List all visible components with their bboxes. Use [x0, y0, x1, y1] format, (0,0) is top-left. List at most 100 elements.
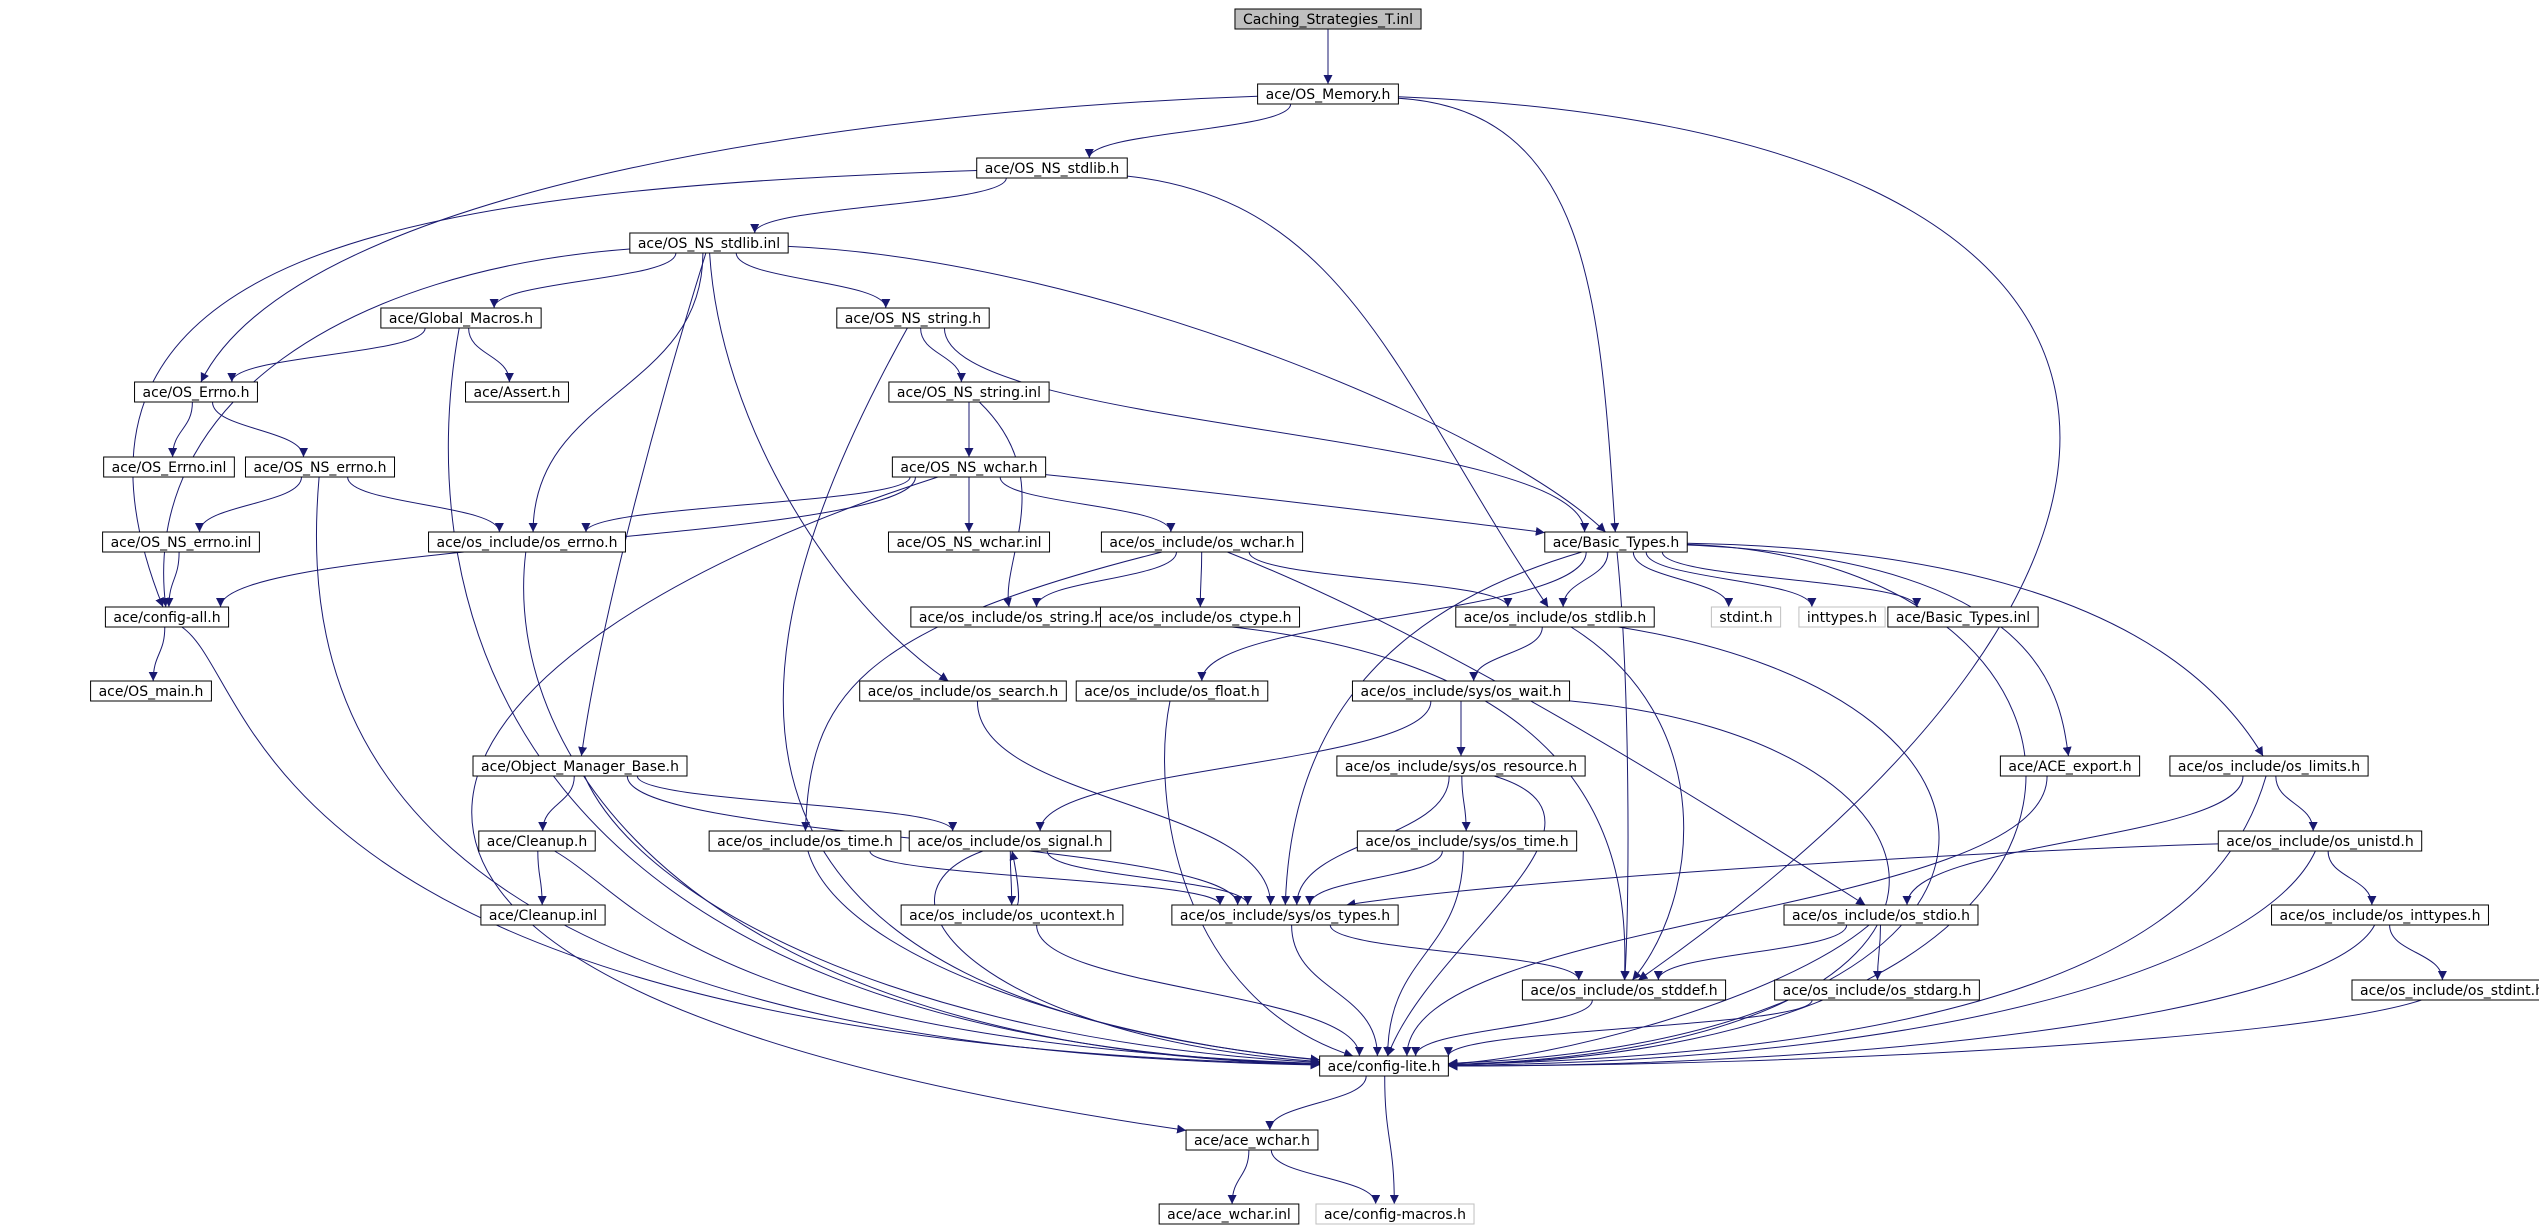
node-box [478, 830, 596, 852]
edge-os-ns-stdlib-inl-to-basic-types-h [788, 245, 1606, 533]
node-box [1185, 1129, 1319, 1151]
node-box [380, 307, 542, 329]
edge-os-ns-errno-h-to-os-include-os-errno-h [347, 476, 504, 533]
node-label: ace/OS_NS_stdlib.inl [638, 236, 780, 252]
edge-os-include-os-unistd-h-to-os-include-os-inttypes-h [2327, 850, 2377, 906]
node-os-ns-string-h: ace/OS_NS_string.h [836, 307, 990, 329]
node-os-memory-h: ace/OS_Memory.h [1257, 83, 1399, 105]
node-os-include-os-time-h: ace/os_include/os_time.h [708, 830, 902, 852]
node-cleanup-inl: ace/Cleanup.inl [480, 904, 606, 926]
edge-os-ns-stdlib-inl-to-os-include-os-errno-h [528, 252, 704, 533]
node-label: ace/Object_Manager_Base.h [481, 759, 679, 775]
node-box [900, 904, 1124, 926]
edge-os-include-os-ucontext-h-to-config-lite-h [1036, 924, 1364, 1057]
node-label: ace/ACE_export.h [2008, 759, 2131, 775]
node-box [103, 456, 235, 478]
node-config-all-h: ace/config-all.h [104, 606, 230, 628]
node-assert-h: ace/Assert.h [465, 381, 569, 403]
edge-os-ns-wchar-h-to-ace-wchar-h [471, 476, 1187, 1134]
node-box [976, 157, 1128, 179]
edge-os-include-sys-os-types-h-to-config-lite-h [1291, 924, 1382, 1057]
node-os-include-os-stdint-h: ace/os_include/os_stdint.h [2351, 979, 2539, 1001]
edge-os-include-os-time-h-to-config-lite-h [807, 850, 1320, 1064]
edge-config-all-h-to-config-lite-h [181, 626, 1320, 1069]
edge-os-ns-stdlib-inl-to-config-all-h [160, 248, 630, 608]
node-box [1257, 83, 1399, 105]
edge-os-include-os-stdarg-h-to-config-lite-h [1444, 999, 1813, 1057]
node-box [472, 755, 688, 777]
node-label: ace/OS_NS_wchar.h [900, 460, 1037, 476]
node-label: ace/OS_NS_string.inl [897, 385, 1041, 401]
edge-os-include-sys-os-wait-h-to-os-include-os-signal-h [1035, 700, 1432, 832]
node-os-include-os-wchar-h: ace/os_include/os_wchar.h [1100, 531, 1304, 553]
node-label: ace/ace_wchar.inl [1167, 1207, 1291, 1223]
node-label: ace/OS_NS_wchar.inl [896, 535, 1041, 551]
node-os-ns-stdlib-h: ace/OS_NS_stdlib.h [976, 157, 1128, 179]
file-nodes: Caching_Strategies_T.inl ace/OS_Memory.ha… [90, 8, 2539, 1225]
edge-os-include-os-float-h-to-config-lite-h [1164, 700, 1354, 1058]
node-label: ace/os_include/os_unistd.h [2226, 834, 2413, 850]
node-box [1999, 755, 2141, 777]
node-box [1455, 606, 1655, 628]
node-os-main-h: ace/OS_main.h [90, 680, 212, 702]
node-box [1710, 606, 1782, 628]
node-box [1783, 904, 1979, 926]
edge-os-include-os-search-h-to-os-include-sys-os-types-h [976, 700, 1276, 906]
edge-os-include-os-stdio-h-to-os-include-os-stddef-h [1653, 924, 1848, 981]
node-box [1356, 830, 1578, 852]
node-os-include-os-stdarg-h: ace/os_include/os_stdarg.h [1774, 979, 1980, 1001]
edge-os-include-sys-os-resource-h-to-os-include-sys-os-time-h [1461, 775, 1471, 832]
node-object-manager-base-h: ace/Object_Manager_Base.h [472, 755, 688, 777]
edge-os-include-os-unistd-h-to-config-lite-h [1448, 850, 2316, 1070]
node-label: ace/os_include/os_inttypes.h [2280, 908, 2481, 924]
node-box [480, 904, 606, 926]
node-os-include-os-ctype-h: ace/os_include/os_ctype.h [1099, 606, 1301, 628]
edge-os-include-os-inttypes-h-to-os-include-os-stdint-h [2389, 924, 2447, 981]
node-box [708, 830, 902, 852]
edge-config-lite-h-to-ace-wchar-h [1265, 1075, 1367, 1131]
node-box [1075, 680, 1269, 702]
node-box [134, 381, 258, 403]
edge-os-ns-string-inl-to-os-include-os-string-h [978, 401, 1023, 608]
edge-os-ns-errno-h-to-config-lite-h [315, 476, 1320, 1070]
edge-global-macros-h-to-os-errno-h [227, 327, 426, 383]
node-box [836, 307, 990, 329]
node-os-include-sys-os-wait-h: ace/os_include/sys/os_wait.h [1351, 680, 1571, 702]
edge-basic-types-h-to-basic-types-inl [1661, 551, 1922, 608]
node-root: Caching_Strategies_T.inl [1234, 8, 1422, 30]
node-label: ace/os_include/os_stdlib.h [1464, 610, 1646, 626]
node-box [2217, 830, 2423, 852]
node-os-include-os-stdio-h: ace/os_include/os_stdio.h [1783, 904, 1979, 926]
edge-os-ns-errno-h-to-os-ns-errno-inl [195, 476, 302, 533]
node-label: ace/os_include/os_search.h [868, 684, 1059, 700]
node-box [2351, 979, 2539, 1001]
edge-os-include-os-ucontext-h-to-os-include-os-signal-h [1009, 850, 1019, 906]
edge-basic-types-h-to-ace-export-h [1687, 544, 2072, 757]
node-config-lite-h: ace/config-lite.h [1319, 1055, 1449, 1077]
edge-os-include-os-limits-h-to-os-include-os-unistd-h [2275, 775, 2318, 832]
edge-basic-types-h-to-os-include-os-float-h [1197, 551, 1587, 682]
edge-os-memory-h-to-basic-types-h [1398, 97, 1620, 533]
node-label: ace/os_include/os_string.h [919, 610, 1103, 626]
edge-basic-types-h-to-os-include-os-limits-h [1687, 542, 2264, 757]
edge-os-errno-h-to-os-ns-errno-h [212, 401, 308, 458]
node-os-include-os-signal-h: ace/os_include/os_signal.h [908, 830, 1112, 852]
edge-os-include-os-stddef-h-to-config-lite-h [1411, 999, 1593, 1057]
node-os-ns-stdlib-inl: ace/OS_NS_stdlib.inl [629, 232, 789, 254]
node-label: ace/os_include/sys/os_types.h [1180, 908, 1390, 924]
node-box [888, 381, 1050, 403]
node-box [1171, 904, 1399, 926]
edge-os-include-os-wchar-h-to-os-include-os-time-h [801, 551, 1163, 832]
edge-os-include-os-signal-h-to-os-include-os-ucontext-h [1007, 850, 1017, 906]
node-label: ace/os_include/os_stdarg.h [1783, 983, 1972, 999]
node-box [428, 531, 626, 553]
edge-os-memory-h-to-os-errno-h [200, 95, 1258, 383]
node-os-include-os-unistd-h: ace/os_include/os_unistd.h [2217, 830, 2423, 852]
edge-os-memory-h-to-os-include-os-stddef-h [1398, 96, 2061, 981]
edge-os-include-os-errno-h-to-config-lite-h [523, 551, 1320, 1069]
edge-basic-types-h-to-inttypes-h [1645, 551, 1817, 608]
edge-os-include-os-stdint-h-to-config-lite-h [1448, 999, 2422, 1071]
node-box [1100, 531, 1304, 553]
node-label: ace/Global_Macros.h [389, 311, 533, 327]
